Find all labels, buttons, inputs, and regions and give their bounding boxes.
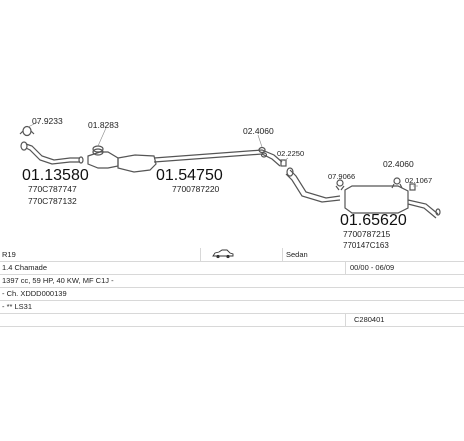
exhaust-system-diagram: 07.9233 01.8283 02.4060 02.2250 07.9066 … [19,116,441,250]
centre-silencer-oem-1: 7700787220 [172,184,220,194]
body-type: Sedan [286,250,308,259]
info-row-chassis: - Ch. XDDD000139 [0,287,464,301]
front-pipe-oem-2: 770C787132 [28,196,77,206]
rear-silencer-oem-1: 7700787215 [343,229,391,239]
rear-clamp-left-part [335,179,345,191]
front-pipe-number: 01.13580 [22,167,89,184]
rubber-mount-number: 02.2250 [277,149,305,158]
fitment-note: - ** LS31 [2,302,33,311]
front-pipe-part [20,141,84,165]
info-row-spec: 1397 cc, 59 HP, 40 KW, MF C1J - [0,274,464,288]
front-pipe-oem-1: 770C787747 [28,184,77,194]
set-code: C280401 [354,315,385,324]
centre-clamp-number: 01.8283 [88,120,119,130]
rear-rubber-part [409,183,418,191]
rear-rubber-number: 02.1067 [405,176,433,185]
front-clamp-part [19,121,39,137]
rear-silencer-part [344,185,441,219]
chassis-range: - Ch. XDDD000139 [2,289,67,298]
front-clamp-number: 07.9233 [32,116,63,126]
engine-spec: 1397 cc, 59 HP, 40 KW, MF C1J - [2,276,114,285]
rear-silencer-number: 01.65620 [340,212,407,229]
rear-clamp-left-number: 07.9066 [328,172,356,181]
rear-silencer-oem-2: 770147C163 [343,241,389,250]
model-name: R19 [2,250,16,259]
info-row-model: R19 Sedan [0,248,464,262]
info-row-code: C280401 [0,313,464,327]
rear-pipe-part [285,167,341,203]
sedan-car-icon [212,248,234,262]
vehicle-info-table: R19 Sedan 1.4 Chamade 00/00 - 06/09 1397… [0,248,464,327]
mid-clamp-number: 02.4060 [243,126,274,136]
production-range: 00/00 - 06/09 [350,263,395,272]
info-row-note: - ** LS31 [0,300,464,314]
info-row-engine: 1.4 Chamade 00/00 - 06/09 [0,261,464,275]
exhaust-drawing [19,121,441,219]
mid-clamp-part [257,134,268,158]
centre-silencer-number: 01.54750 [156,167,223,184]
rubber-mount-part [280,157,289,167]
centre-silencer-part [117,149,283,173]
rear-clamp-right-part [391,177,403,189]
rear-clamp-right-number: 02.4060 [383,159,414,169]
centre-clamp-part [92,127,107,156]
centre-connector-part [87,151,119,169]
engine-name: 1.4 Chamade [2,263,48,272]
